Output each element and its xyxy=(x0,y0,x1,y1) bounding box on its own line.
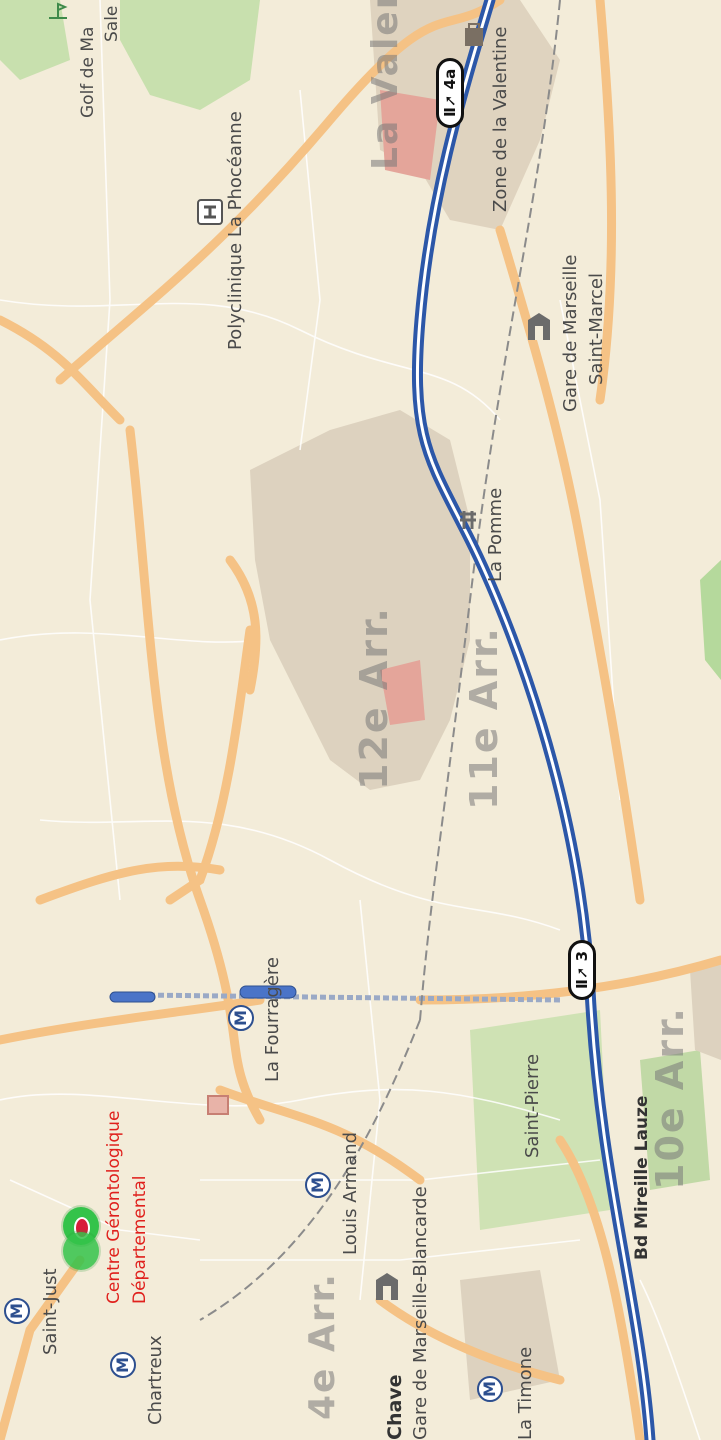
polyclinique-label: Polyclinique La Phocéanne xyxy=(225,111,246,350)
train-station-blancarde-icon[interactable] xyxy=(372,1270,402,1306)
golf-label: Golf de Ma xyxy=(78,26,98,118)
motorway-icon: Ⅱ➚ xyxy=(441,94,459,117)
gare-blancarde-label: Gare de Marseille-Blancarde xyxy=(410,1186,431,1440)
sale-label: Sale xyxy=(102,5,122,42)
district-10-label: 10e Arr. xyxy=(648,1006,692,1190)
chartreux-label: Chartreux xyxy=(145,1335,166,1425)
metro-louis-armand-icon[interactable]: M xyxy=(305,1172,331,1198)
marketplace-icon[interactable] xyxy=(205,1092,231,1118)
rail-stop-la-pomme-icon[interactable] xyxy=(456,508,480,532)
bd-mireille-lauze-label: Bd Mireille Lauze xyxy=(632,1095,652,1260)
metro-chartreux-icon[interactable]: M xyxy=(110,1352,136,1378)
hospital-icon[interactable] xyxy=(196,198,224,226)
poi-name-line1: Centre Gérontologique xyxy=(104,1110,124,1304)
district-11-label: 11e Arr. xyxy=(462,626,506,810)
metro-la-fourragere-icon[interactable]: M xyxy=(228,1005,254,1031)
saint-pierre-label: Saint-Pierre xyxy=(522,1053,543,1158)
train-station-saint-marcel-icon[interactable] xyxy=(524,310,554,346)
highway-a3-number: 3 xyxy=(573,950,591,962)
chave-label: Chave xyxy=(384,1374,406,1440)
louis-armand-label: Louis Armand xyxy=(340,1131,361,1255)
zone-valentine-label: Zone de la Valentine xyxy=(490,26,511,213)
shopping-icon[interactable] xyxy=(462,20,486,48)
motorway-icon: Ⅱ➚ xyxy=(573,966,591,989)
highway-a4a-number: 4a xyxy=(441,68,459,90)
saint-just-label: Saint-Just xyxy=(40,1268,61,1355)
highway-a3-shield: Ⅱ➚ 3 xyxy=(568,939,596,1000)
poi-marker-shadow-icon xyxy=(63,1232,99,1270)
la-timone-label: La Timone xyxy=(515,1346,536,1440)
la-pomme-label: La Pomme xyxy=(485,487,506,582)
highway-a4a-shield: Ⅱ➚ 4a xyxy=(436,57,464,128)
metro-la-timone-icon[interactable]: M xyxy=(477,1376,503,1402)
district-4-label: 4e Arr. xyxy=(302,1272,343,1420)
la-valentine-label: La Valen xyxy=(365,0,406,170)
golf-icon[interactable] xyxy=(45,0,71,22)
gare-saint-marcel-label-2: Saint-Marcel xyxy=(586,273,607,385)
district-12-label: 12e Arr. xyxy=(352,606,396,790)
metro-saint-just-icon[interactable]: M xyxy=(4,1298,30,1324)
gare-saint-marcel-label-1: Gare de Marseille xyxy=(560,254,581,413)
la-fourragere-label: La Fourragère xyxy=(262,956,283,1082)
poi-name-line2: Départemental xyxy=(130,1175,150,1304)
